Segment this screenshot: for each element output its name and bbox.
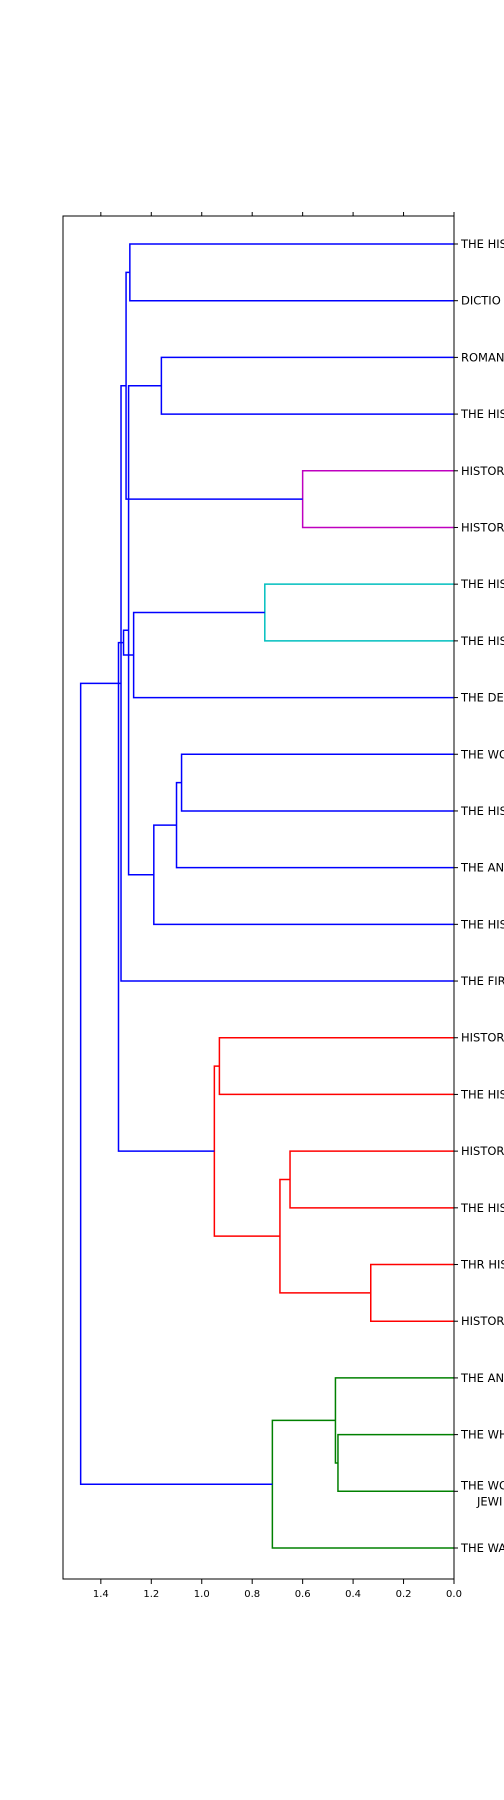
- x-tick-label-3: 0.8: [244, 1589, 260, 1600]
- dendrogram-link-14: [132, 611, 454, 699]
- dendrogram-link-3: [289, 1150, 454, 1209]
- dendrogram-link-18: [122, 629, 134, 656]
- leaf-label-23: THE WA: [460, 1541, 504, 1555]
- leaf-label-19: HISTOR: [461, 1314, 504, 1328]
- x-axis-ticks: 1.4 1.2 1.0 0.8 0.6 0.4 0.2 0.0: [93, 212, 462, 1600]
- dendrogram-link-4: [218, 1036, 454, 1096]
- dendrogram-link-9: [213, 1065, 280, 1237]
- x-tick-label-4: 0.6: [295, 1589, 311, 1600]
- x-tick-label-7: 0.0: [446, 1589, 462, 1600]
- leaf-label-17: THE HIS: [460, 1201, 504, 1215]
- leaf-label-9: THE WO: [460, 747, 504, 761]
- dendrogram-link-15: [129, 243, 454, 302]
- dendrogram-link-8: [271, 1419, 454, 1549]
- dendrogram-link-10: [180, 753, 454, 812]
- leaf-label-8: THE DE: [460, 691, 504, 705]
- leaf-label-12: THE HIS: [460, 917, 504, 931]
- leaf-label-15: THE HIS: [460, 1087, 504, 1101]
- axes-frame: [62, 215, 455, 1580]
- dendrogram-link-1: [264, 583, 454, 642]
- leaf-label-5: HISTOR: [461, 520, 504, 534]
- leaf-label-22: THE WO: [460, 1478, 504, 1492]
- dendrogram-link-21: [79, 682, 273, 1485]
- dendrogram-link-0: [301, 470, 454, 529]
- x-tick-label-2: 1.0: [194, 1589, 210, 1600]
- leaf-label-22-line2: JEWI: [476, 1494, 502, 1508]
- leaf-label-1: DICTIO: [461, 294, 501, 308]
- x-tick-label-0: 1.4: [93, 1589, 109, 1600]
- leaf-label-16: HISTOR: [461, 1144, 504, 1158]
- leaf-label-0: THE HIS: [460, 237, 504, 251]
- dendrogram-link-2: [370, 1263, 454, 1322]
- dendrogram-link-7: [279, 1178, 371, 1294]
- dendrogram-link-5: [337, 1433, 454, 1493]
- dendrogram-link-12: [160, 356, 454, 415]
- x-tick-label-6: 0.2: [396, 1589, 412, 1600]
- dendrogram-link-20: [117, 641, 215, 1152]
- leaf-label-10: THE HIS: [460, 804, 504, 818]
- leaf-label-4: HISTOR: [461, 464, 504, 478]
- leaf-label-2: ROMAN: [461, 350, 504, 364]
- leaf-label-14: HISTOR: [461, 1031, 504, 1045]
- leaf-label-11: THE AN: [460, 861, 504, 875]
- x-tick-label-1: 1.2: [143, 1589, 159, 1600]
- dendrogram-link-11: [175, 781, 454, 869]
- leaf-labels: THE HIS DICTIO ROMAN THE HIS HISTOR HISTOR THE…: [454, 237, 504, 1555]
- leaf-label-18: THR HIS: [460, 1258, 504, 1272]
- dendrogram-link-6: [334, 1377, 454, 1464]
- leaf-label-6: THE HIS: [460, 577, 504, 591]
- leaf-label-13: THE FIR: [460, 974, 504, 988]
- dendrogram-link-17: [125, 271, 303, 500]
- leaf-label-3: THE HIS: [460, 407, 504, 421]
- leaf-label-20: THE AN: [460, 1371, 504, 1385]
- dendrogram-links: [79, 243, 454, 1549]
- x-tick-label-5: 0.4: [345, 1589, 361, 1600]
- dendrogram-link-19: [120, 384, 454, 982]
- dendrogram-link-13: [153, 824, 454, 926]
- leaf-label-21: THE WH: [460, 1428, 504, 1442]
- leaf-label-7: THE HIS: [460, 634, 504, 648]
